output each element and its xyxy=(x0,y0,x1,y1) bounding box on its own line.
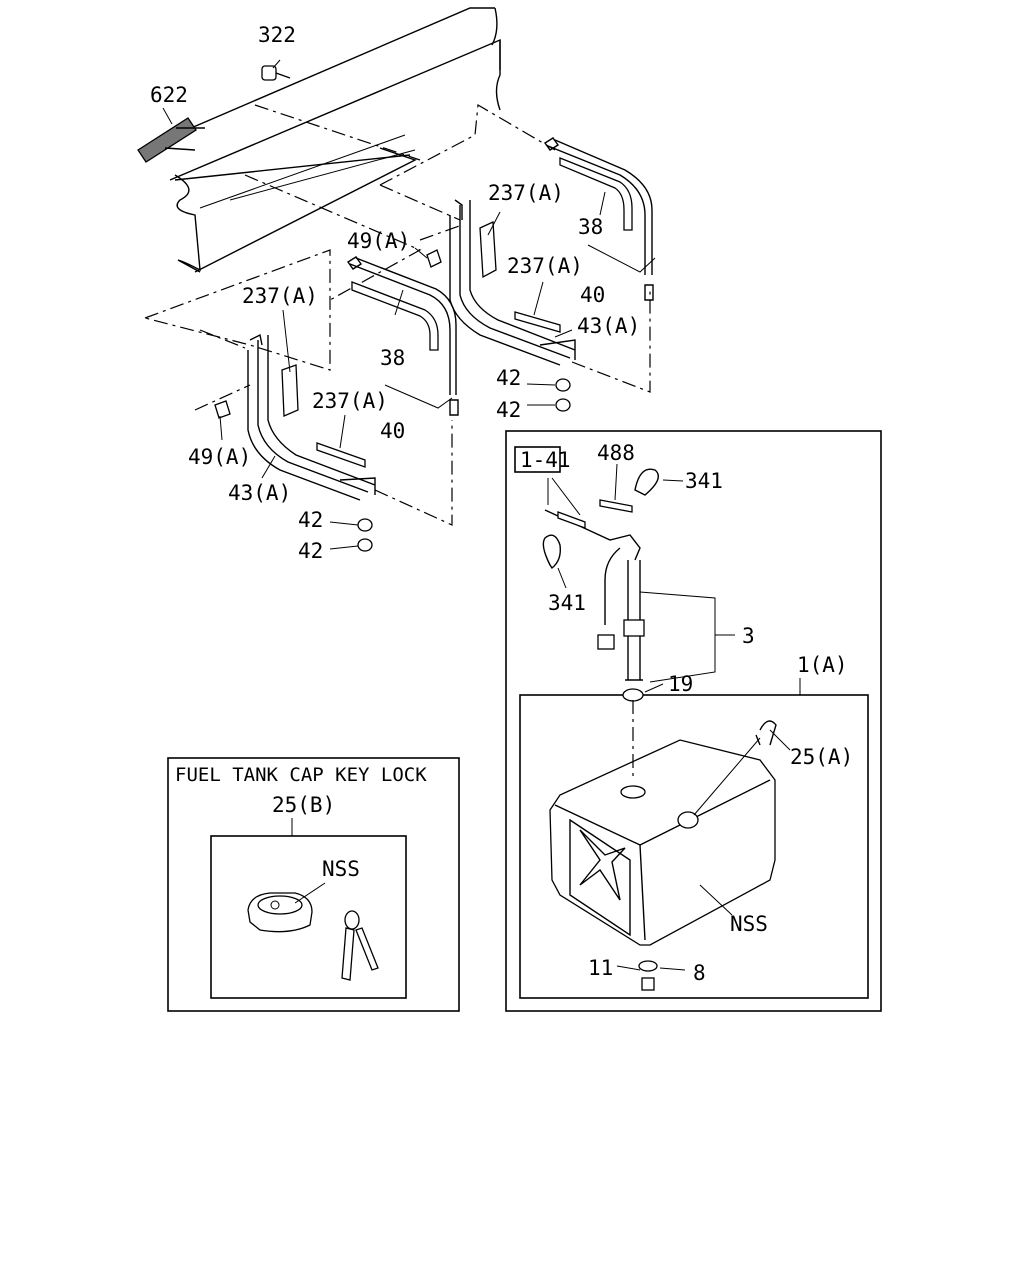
nut-49a-right xyxy=(426,249,442,268)
label-nss-tank: NSS xyxy=(730,912,768,936)
label-42-1: 42 xyxy=(496,366,521,390)
label-622: 622 xyxy=(150,83,188,107)
locking-cap xyxy=(247,892,313,933)
fuel-tank xyxy=(549,720,777,991)
label-237a-3: 237(A) xyxy=(242,284,318,308)
label-38-1: 38 xyxy=(578,215,603,239)
tank-leader-lines xyxy=(547,463,801,971)
nuts-42-right xyxy=(555,378,571,412)
frame-rail xyxy=(139,7,501,273)
leader-lines xyxy=(219,191,656,550)
label-1a: 1(A) xyxy=(797,653,848,677)
inset-title: FUEL TANK CAP KEY LOCK xyxy=(175,764,427,786)
key-lock-inset xyxy=(167,757,460,1012)
tank-assembly-box xyxy=(505,430,882,1012)
label-42-3: 42 xyxy=(298,508,323,532)
label-11: 11 xyxy=(588,956,613,980)
label-237a-4: 237(A) xyxy=(312,389,388,413)
label-25b: 25(B) xyxy=(272,793,335,817)
label-25a: 25(A) xyxy=(790,745,853,769)
key-lock-detail-box xyxy=(210,835,407,999)
ref-1-41-box xyxy=(514,446,561,473)
nuts-42-left xyxy=(357,518,373,552)
keys-leader xyxy=(294,882,326,904)
bracket-right xyxy=(449,199,576,366)
label-49a-2: 49(A) xyxy=(188,445,251,469)
label-42-2: 42 xyxy=(496,398,521,422)
label-43a-2: 43(A) xyxy=(228,481,291,505)
label-1-41: 1-41 xyxy=(520,448,571,472)
label-40-2: 40 xyxy=(380,419,405,443)
mounting-outline xyxy=(144,104,651,526)
label-43a-1: 43(A) xyxy=(577,314,640,338)
fuel-gauge-assembly xyxy=(544,499,645,702)
label-341-2: 341 xyxy=(548,591,586,615)
nut-49a-left xyxy=(214,400,231,419)
label-341-1: 341 xyxy=(685,469,723,493)
label-237a-1: 237(A) xyxy=(488,181,564,205)
label-49a-1: 49(A) xyxy=(347,229,410,253)
strap-left xyxy=(346,256,459,416)
strap-right xyxy=(543,137,654,301)
label-42-4: 42 xyxy=(298,539,323,563)
label-488: 488 xyxy=(597,441,635,465)
label-322: 322 xyxy=(258,23,296,47)
plate-622 xyxy=(137,107,205,163)
bolt-322 xyxy=(261,59,291,81)
label-40-1: 40 xyxy=(580,283,605,307)
label-19: 19 xyxy=(668,672,693,696)
label-38-2: 38 xyxy=(380,346,405,370)
label-8: 8 xyxy=(693,961,706,985)
keys xyxy=(341,910,379,981)
clip-341-upper xyxy=(634,468,659,496)
label-nss-keys: NSS xyxy=(322,857,360,881)
clip-341-lower xyxy=(542,534,562,570)
tank-subassembly-box xyxy=(519,694,869,999)
label-3: 3 xyxy=(742,624,755,648)
label-237a-2: 237(A) xyxy=(507,254,583,278)
bracket-left xyxy=(247,333,376,501)
